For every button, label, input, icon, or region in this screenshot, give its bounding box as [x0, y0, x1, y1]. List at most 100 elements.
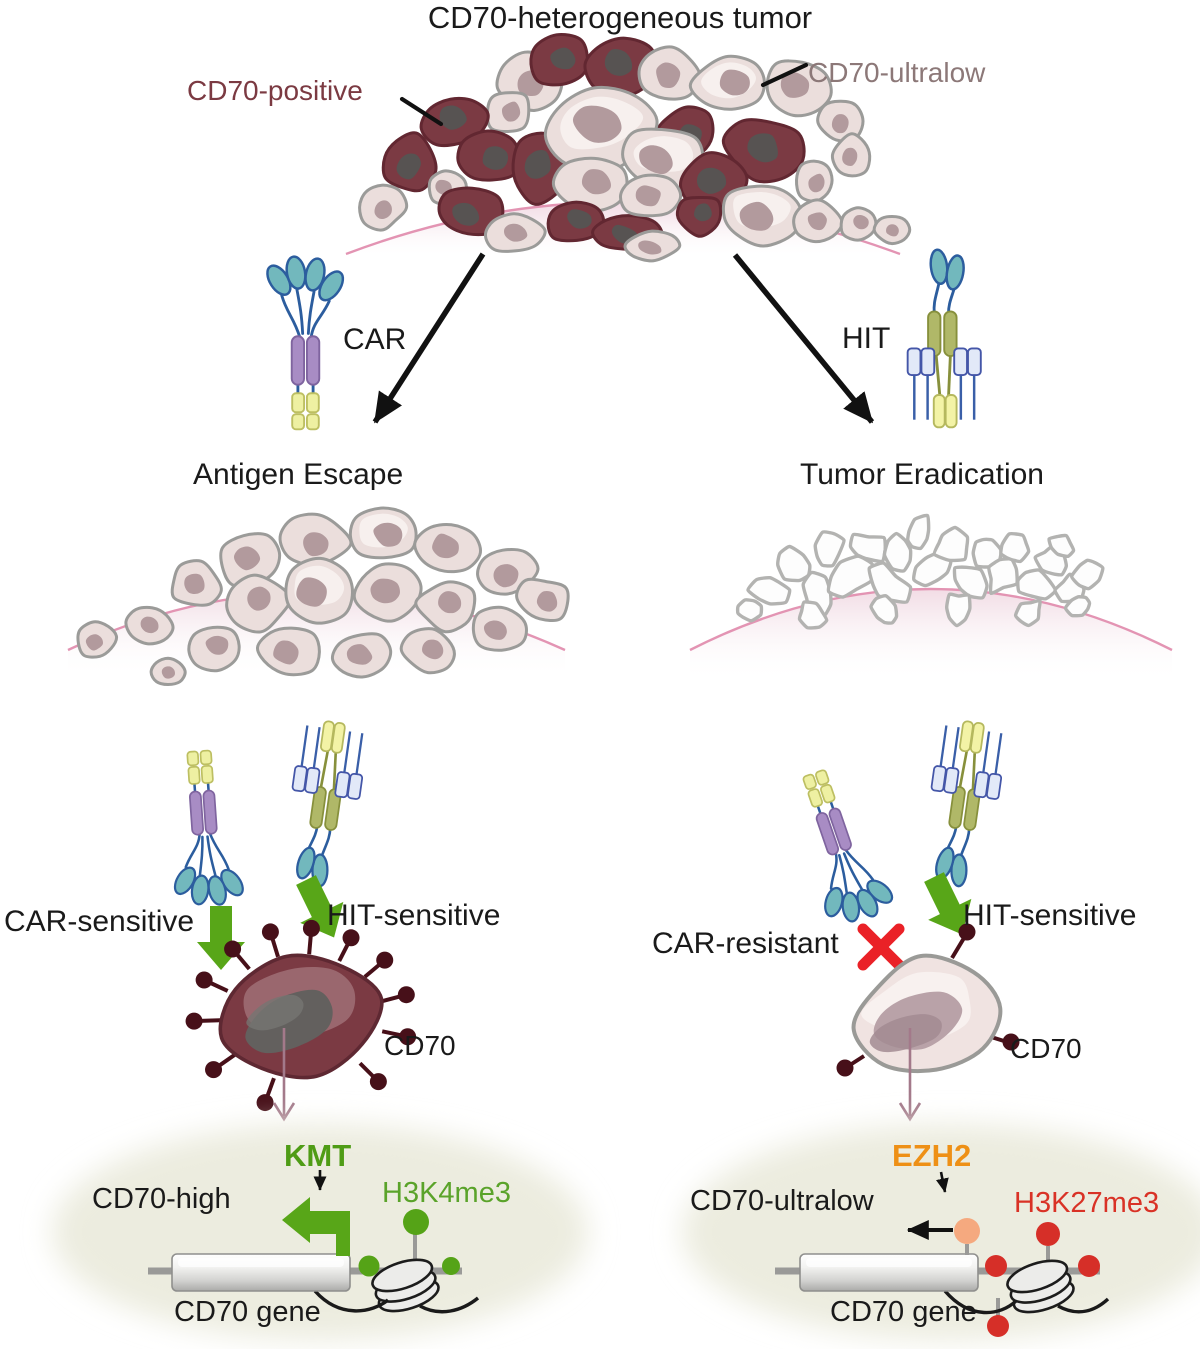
tumor-cell — [76, 620, 119, 659]
label-kmt-enzyme: KMT — [284, 1138, 352, 1173]
label-ezh2-enzyme: EZH2 — [892, 1138, 972, 1173]
tumor-cell — [437, 186, 505, 237]
nucleosome-icon — [371, 1258, 440, 1313]
dead-cell — [1070, 558, 1105, 591]
car-receptor-icon-inverted-right — [776, 759, 903, 935]
tumor-cell — [348, 506, 418, 560]
label-car-resistant: CAR-resistant — [652, 927, 839, 960]
label-hit-sensitive-right: HIT-sensitive — [963, 899, 1137, 932]
tumor-cell — [583, 36, 658, 99]
tumor-cell — [124, 605, 175, 646]
tumor-cell — [637, 45, 702, 101]
h3k27me3-lollipop — [987, 1315, 1009, 1337]
tumor-cell — [352, 562, 423, 623]
h3k4me3-lollipop — [358, 1255, 380, 1277]
tumor-cell — [256, 626, 321, 677]
hit-receptor-icon-inverted-right — [916, 716, 1010, 893]
label-hit-sensitive-left: HIT-sensitive — [327, 899, 501, 932]
label-tumor-eradication: Tumor Eradication — [800, 458, 1044, 491]
hit-branch-arrow — [732, 253, 875, 424]
tumor-cell — [839, 206, 878, 242]
tumor-cell — [688, 54, 766, 111]
label-cd70-left: CD70 — [384, 1030, 456, 1061]
dead-cell — [932, 525, 970, 563]
dead-cell — [776, 544, 812, 583]
dead-cell — [1016, 568, 1058, 601]
label-h3k4me3: H3K4me3 — [382, 1177, 511, 1209]
cd70-ultralow-pointer-line — [760, 62, 809, 88]
tumor-cell — [414, 580, 477, 634]
dead-cell — [999, 531, 1031, 564]
label-cd70-ultralow: CD70-ultralow — [808, 57, 986, 88]
dead-cell — [906, 513, 931, 551]
cd70-antigen-lollipop — [381, 1028, 417, 1046]
car-receptor-icon — [261, 253, 350, 431]
red-x-icon — [857, 923, 905, 971]
cd70-antigen-lollipop — [261, 923, 280, 958]
tumor-cell — [675, 195, 723, 238]
dead-cell — [1063, 595, 1092, 618]
label-cd70-ultralow-state: CD70-ultralow — [690, 1185, 874, 1217]
tumor-cell — [721, 118, 806, 184]
tumor-cell — [187, 625, 241, 673]
signal-arrow-right — [898, 1028, 922, 1122]
label-antigen-escape: Antigen Escape — [193, 458, 404, 491]
label-cd70-gene-right: CD70 gene — [830, 1296, 977, 1328]
ezh2-action-arrow — [935, 1171, 949, 1193]
cd70-antigen-lollipop — [256, 1077, 276, 1112]
nucleosome-icon — [1006, 1259, 1075, 1314]
tumor-cell — [358, 183, 409, 232]
label-car-therapy: CAR — [343, 323, 407, 356]
tumor-cell — [284, 556, 355, 625]
tumor-cell — [551, 156, 629, 213]
ezh2-complex-dot — [954, 1218, 980, 1244]
tumor-cell — [485, 91, 531, 134]
cd70-antigen-lollipop — [950, 923, 976, 960]
dead-cell — [1013, 598, 1042, 628]
heterogeneous-tumor-illustration — [358, 32, 912, 263]
tumor-cell — [413, 523, 483, 574]
antigen-escape-cells — [76, 506, 570, 687]
dead-cell — [746, 575, 792, 606]
tumor-cell — [830, 132, 872, 178]
dead-cell — [944, 592, 972, 628]
cd70-antigen-lollipop — [195, 971, 229, 993]
h3k27me3-lollipop — [1078, 1255, 1100, 1277]
chromatin-diagram-repressed — [682, 1124, 1200, 1340]
page-title: CD70-heterogeneous tumor — [427, 0, 813, 35]
tumor-cell — [149, 656, 187, 687]
tumor-cell — [623, 229, 682, 263]
signal-arrow-left — [272, 1028, 296, 1122]
tumor-cell — [399, 627, 456, 675]
tumor-cell — [456, 129, 522, 182]
transcription-arrow-active — [282, 1197, 350, 1256]
dead-cell — [826, 554, 875, 599]
cd70-antigen-lollipop — [224, 940, 251, 971]
tumor-cell — [330, 632, 393, 679]
dead-cell — [882, 531, 913, 573]
dead-cell — [848, 532, 887, 564]
dead-cell — [987, 557, 1019, 596]
cd70-antigen-lollipop — [185, 1012, 221, 1030]
tumor-cell — [471, 605, 528, 652]
car-branch-arrow — [372, 252, 486, 424]
tumor-cell — [529, 32, 590, 87]
tumor-cell — [618, 173, 683, 218]
tumor-cell — [546, 200, 606, 243]
cd70-antigen-lollipop — [337, 929, 360, 962]
cd70-antigen-lollipop — [836, 1054, 866, 1077]
tumor-cell — [225, 573, 292, 634]
dead-cell — [735, 598, 764, 623]
cd70-antigen-lollipop — [302, 919, 320, 955]
h3k27me3-lollipop — [1036, 1222, 1060, 1246]
h3k4me3-lollipop — [442, 1257, 460, 1275]
tumor-cell — [381, 131, 438, 193]
car-kill-arrow-left — [197, 906, 245, 970]
cd70-high-tumor-cell — [185, 919, 417, 1112]
dead-cell — [797, 600, 829, 630]
h3k4me3-lollipop — [403, 1209, 429, 1235]
cd70-antigen-lollipop — [205, 1053, 236, 1079]
tumor-cell — [219, 532, 282, 588]
